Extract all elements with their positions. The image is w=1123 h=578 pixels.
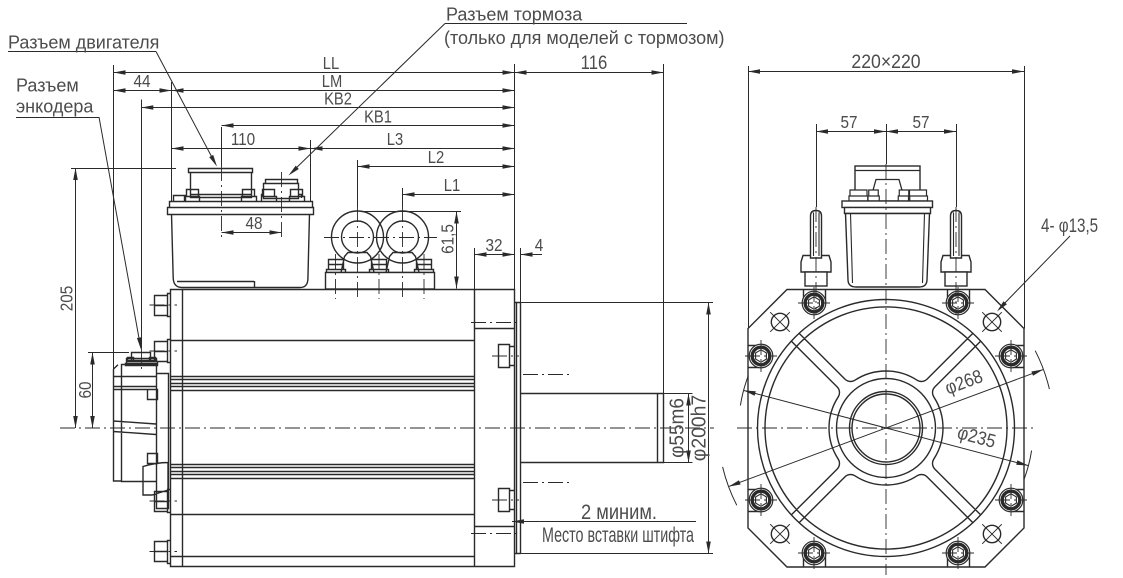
- svg-text:LM: LM: [322, 72, 342, 92]
- svg-text:32: 32: [485, 235, 502, 255]
- svg-text:энкодера: энкодера: [16, 97, 94, 117]
- svg-text:LL: LL: [323, 54, 339, 74]
- svg-text:Разъем: Разъем: [16, 76, 79, 96]
- svg-text:110: 110: [231, 129, 255, 149]
- svg-text:116: 116: [581, 52, 608, 73]
- svg-text:2 миним.: 2 миним.: [581, 500, 657, 524]
- svg-text:4- φ13,5: 4- φ13,5: [1041, 214, 1098, 236]
- svg-text:4: 4: [535, 235, 544, 255]
- svg-text:205: 205: [56, 286, 76, 312]
- svg-text:(только для моделей с тормозом: (только для моделей с тормозом): [444, 28, 725, 48]
- svg-text:220×220: 220×220: [851, 50, 920, 72]
- svg-text:KB1: KB1: [364, 107, 392, 127]
- svg-text:Разъем тормоза: Разъем тормоза: [446, 5, 583, 25]
- svg-text:Место вставки штифта: Место вставки штифта: [542, 523, 694, 547]
- svg-text:Разъем двигателя: Разъем двигателя: [8, 33, 159, 53]
- svg-text:L2: L2: [428, 148, 444, 168]
- svg-text:44: 44: [133, 71, 150, 91]
- svg-text:L3: L3: [387, 130, 403, 150]
- svg-text:48: 48: [245, 213, 262, 233]
- svg-text:KB2: KB2: [324, 89, 352, 109]
- svg-text:61,5: 61,5: [437, 224, 457, 254]
- svg-text:φ200h7: φ200h7: [688, 395, 710, 461]
- svg-text:L1: L1: [444, 176, 460, 196]
- svg-text:60: 60: [75, 381, 95, 398]
- svg-text:57: 57: [912, 112, 929, 132]
- svg-text:57: 57: [840, 112, 857, 132]
- svg-text:φ55m6: φ55m6: [666, 398, 689, 458]
